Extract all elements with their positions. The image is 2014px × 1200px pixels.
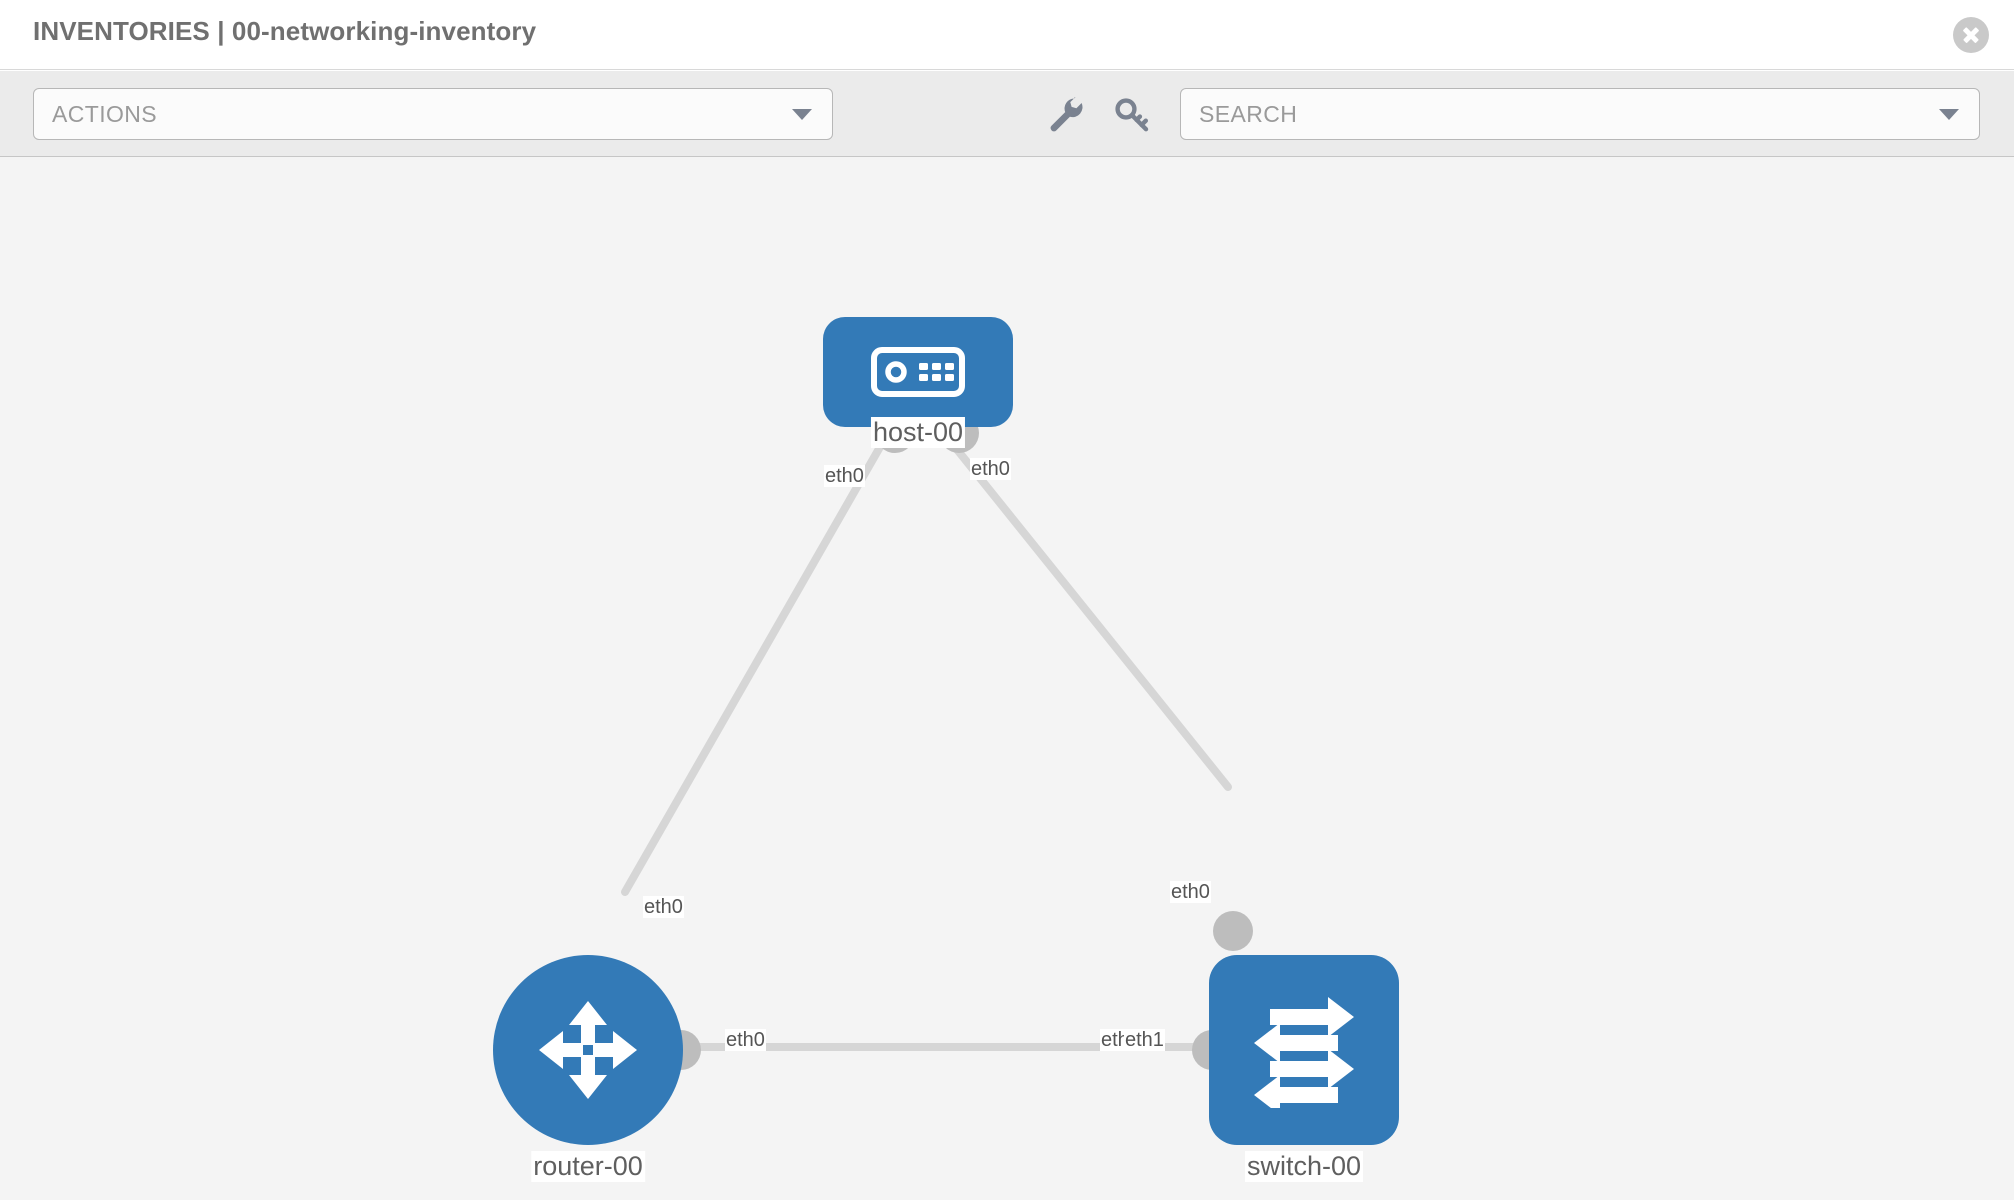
topology-node-switch-00[interactable]: switch-00: [1192, 911, 1399, 1183]
close-icon[interactable]: [1953, 17, 1989, 53]
link-host-router: [621, 443, 884, 896]
toolbar: ACTIONS SEARCH: [0, 71, 2014, 157]
switch-arrows-icon: [1209, 955, 1399, 1145]
page-title: INVENTORIES | 00-networking-inventory: [33, 16, 537, 46]
page-header: INVENTORIES | 00-networking-inventory: [0, 0, 2014, 70]
interface-label-switch-up: eth0: [1170, 881, 1211, 903]
actions-dropdown-label: ACTIONS: [52, 101, 158, 127]
actions-dropdown[interactable]: ACTIONS: [33, 88, 833, 140]
port-switch-eth0-top[interactable]: [1213, 911, 1253, 951]
chevron-down-icon: [1939, 109, 1959, 120]
interface-label-router-up: eth0: [643, 896, 684, 918]
server-icon: [823, 317, 1013, 427]
interface-label-router-right: eth0: [725, 1029, 766, 1051]
chevron-down-icon: [792, 109, 812, 120]
search-input[interactable]: SEARCH: [1180, 88, 1980, 140]
wrench-icon[interactable]: [1043, 92, 1087, 136]
key-icon[interactable]: [1110, 92, 1154, 136]
router-arrows-icon: [493, 955, 683, 1145]
interface-label-host-left: eth0: [824, 465, 865, 487]
interface-label-host-right: eth0: [970, 458, 1011, 480]
topology-canvas[interactable]: host-00 eth0 eth0: [0, 157, 2014, 1200]
topology-node-host-00[interactable]: host-00: [823, 317, 1013, 453]
topology-node-router-00[interactable]: router-00: [493, 955, 701, 1183]
interface-label-switch-left-over: eth1: [1124, 1029, 1165, 1051]
topology-links: [621, 443, 1232, 1051]
topology-node-label-switch-00: switch-00: [1244, 1151, 1364, 1183]
topology-node-label-host-00: host-00: [870, 417, 966, 449]
search-placeholder: SEARCH: [1199, 101, 1298, 127]
link-host-switch: [951, 443, 1232, 791]
topology-node-label-router-00: router-00: [531, 1151, 645, 1183]
